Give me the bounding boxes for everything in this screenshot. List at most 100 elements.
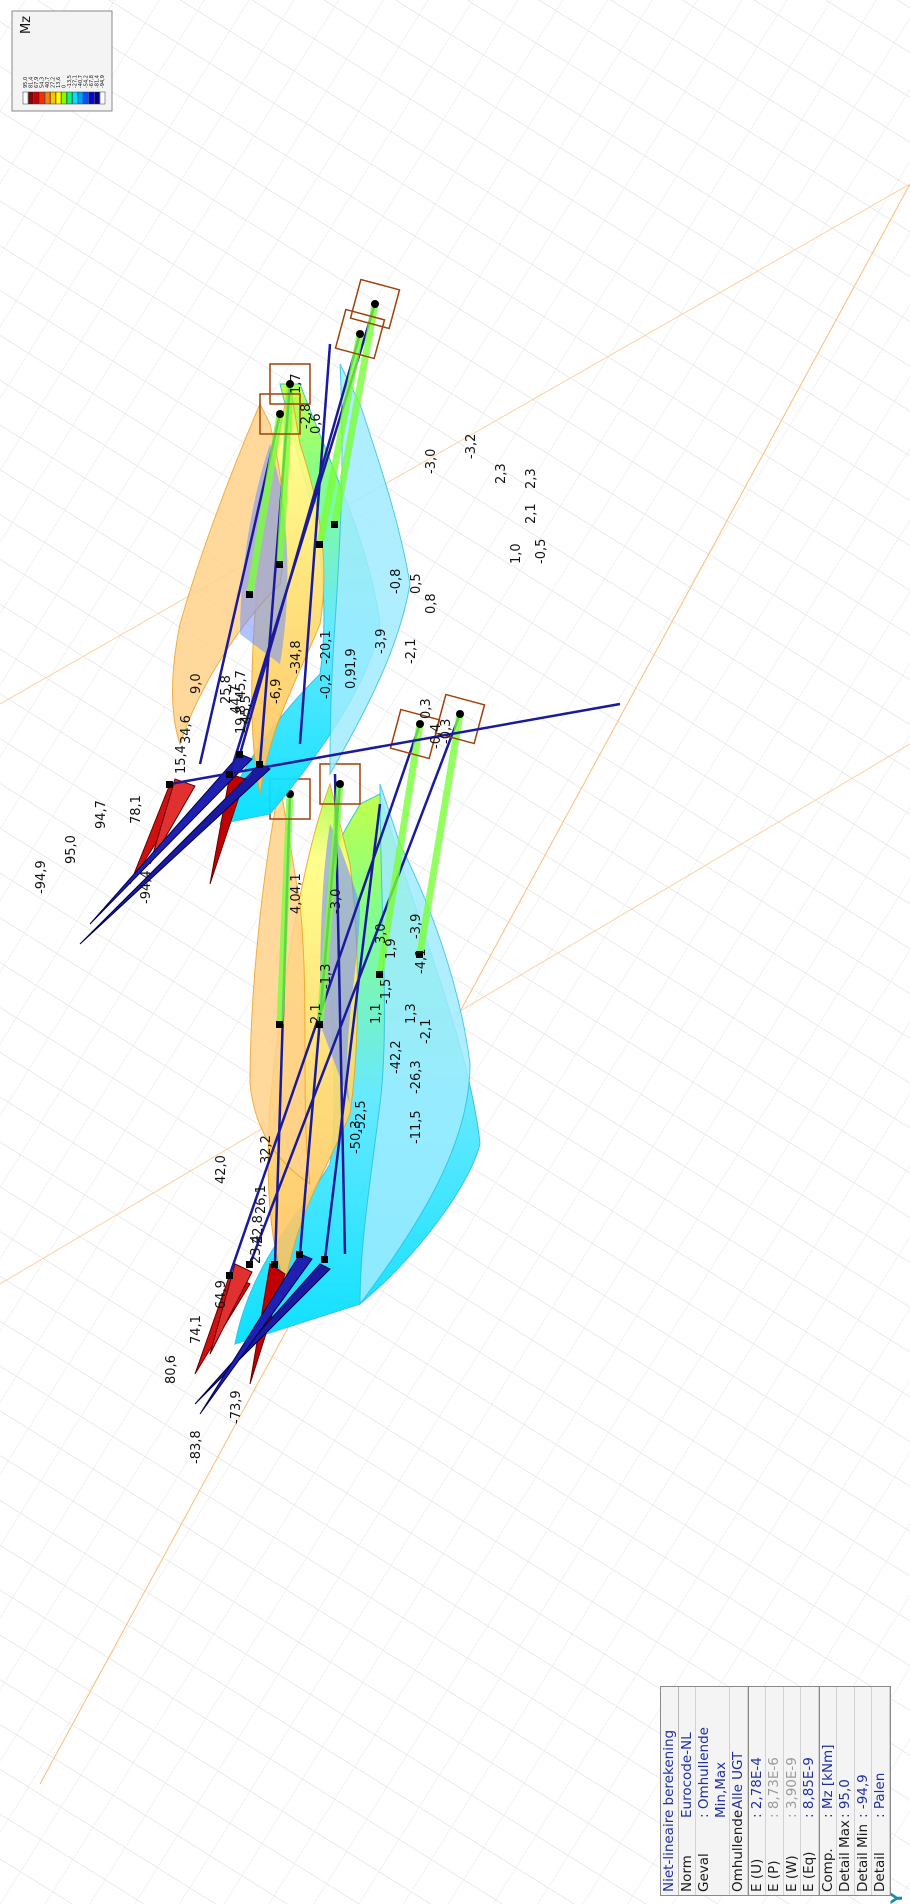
value-label: 23,4 xyxy=(249,1235,264,1264)
value-label: 80,6 xyxy=(164,1355,179,1384)
info-row: Detail: Palen xyxy=(872,1687,890,1895)
value-label: 9,0 xyxy=(189,673,204,694)
value-label: -6,9 xyxy=(269,679,284,704)
scale-label: 81,4 xyxy=(29,77,35,88)
scale-swatch xyxy=(66,91,73,105)
support-node xyxy=(336,780,344,788)
pile-beam xyxy=(238,333,362,755)
node xyxy=(416,951,423,958)
scale-swatch xyxy=(33,91,40,105)
scale-entries xyxy=(11,10,113,112)
node xyxy=(256,761,263,768)
node xyxy=(331,521,338,528)
scale-label: 67,9 xyxy=(34,77,40,88)
pile-beam xyxy=(298,343,332,745)
node xyxy=(226,1272,233,1279)
value-label: 1,9 xyxy=(344,648,359,669)
value-label: -2,1 xyxy=(419,1019,434,1044)
info-key: Detail Max xyxy=(837,1820,853,1892)
node xyxy=(166,781,173,788)
scale-swatch xyxy=(88,91,95,105)
info-key: E (Eq) xyxy=(801,1851,817,1892)
value-label: 95,0 xyxy=(64,835,79,864)
scale-label: -94,9 xyxy=(100,75,106,88)
support-node xyxy=(356,330,364,338)
value-label: 4,0 xyxy=(289,893,304,914)
info-row: Comp.: Mz [kNm] xyxy=(818,1687,837,1895)
value-label: 4,1 xyxy=(289,873,304,894)
support-node xyxy=(371,300,379,308)
scale-label: 13,6 xyxy=(56,77,62,88)
info-value: : 95,0 xyxy=(837,1779,853,1818)
scale-swatch xyxy=(72,91,78,105)
node xyxy=(226,771,233,778)
value-label: 22,8 xyxy=(251,1215,266,1244)
moment-fan xyxy=(209,773,246,885)
result-info-panel: Niet-lineaire berekening Norm Eurocode-NL… xyxy=(660,1686,891,1896)
info-title: Niet-lineaire berekening xyxy=(661,1687,679,1895)
value-label: -94,9 xyxy=(34,860,49,894)
pile-stub xyxy=(331,303,379,525)
value-label: -94,4 xyxy=(139,870,154,904)
scale-background xyxy=(11,10,113,112)
pile-group-a xyxy=(194,693,486,1415)
pile-stub xyxy=(416,713,464,955)
info-key: Detail xyxy=(872,1852,888,1892)
value-label: -2,1 xyxy=(404,639,419,664)
scale-label: -40,7 xyxy=(78,75,84,88)
node xyxy=(296,1251,303,1258)
value-label: 2,1 xyxy=(309,1003,324,1024)
info-value: : 2,78E-4 xyxy=(748,1757,765,1818)
guide-line xyxy=(39,183,910,1785)
value-label: -3,9 xyxy=(409,914,424,939)
pile-stub xyxy=(276,383,294,565)
info-value: Eurocode-NL xyxy=(678,1732,695,1818)
support-symbol xyxy=(334,308,386,360)
value-label: 0,6 xyxy=(309,413,324,434)
support-symbol xyxy=(434,693,486,745)
scale-swatch xyxy=(61,91,67,105)
node xyxy=(246,1261,253,1268)
value-label: -20,1 xyxy=(319,630,334,664)
scale-swatch xyxy=(99,91,106,105)
info-value: : Alle UGT xyxy=(730,1751,746,1818)
value-label: 15,4 xyxy=(174,745,189,774)
value-label: 26,1 xyxy=(254,1185,269,1214)
value-label: -3,0 xyxy=(424,449,439,474)
value-label: 0,9 xyxy=(344,668,359,689)
scale-swatch xyxy=(22,91,29,105)
node xyxy=(271,1261,278,1268)
support-symbol xyxy=(349,278,401,330)
scale-label: 54,3 xyxy=(40,77,46,88)
scale-swatch xyxy=(83,91,89,105)
scale-swatch xyxy=(44,91,51,105)
support-node xyxy=(416,720,424,728)
info-row: E (U): 2,78E-4 xyxy=(747,1687,766,1895)
pile-stub xyxy=(376,723,424,975)
value-label: 45,5 xyxy=(239,695,254,724)
scale-label: -54,2 xyxy=(84,75,90,88)
value-label: 64,9 xyxy=(214,1280,229,1309)
value-label: -11,5 xyxy=(409,1110,424,1144)
info-row: E (W): 3,90E-9 xyxy=(783,1687,801,1895)
moment-fan xyxy=(199,1253,313,1415)
value-label: 2,1 xyxy=(524,503,539,524)
moment-fan xyxy=(89,753,253,925)
value-label: -4,1 xyxy=(414,949,429,974)
value-label: -0,3 xyxy=(439,719,454,744)
node xyxy=(276,1021,283,1028)
value-label: 19,8 xyxy=(234,705,249,734)
value-label: -73,9 xyxy=(229,1390,244,1424)
support-symbol xyxy=(319,763,361,805)
support-node xyxy=(286,380,294,388)
value-label: 32,2 xyxy=(259,1135,274,1164)
node xyxy=(316,1021,323,1028)
node xyxy=(376,971,383,978)
pile-stub xyxy=(276,793,294,1025)
info-row: Detail Min: -94,9 xyxy=(854,1687,872,1895)
info-key: Norm xyxy=(678,1855,695,1892)
node xyxy=(321,1256,328,1263)
info-row: Detail Max : 95,0 xyxy=(837,1687,855,1895)
info-key: Omhullende xyxy=(730,1809,746,1892)
